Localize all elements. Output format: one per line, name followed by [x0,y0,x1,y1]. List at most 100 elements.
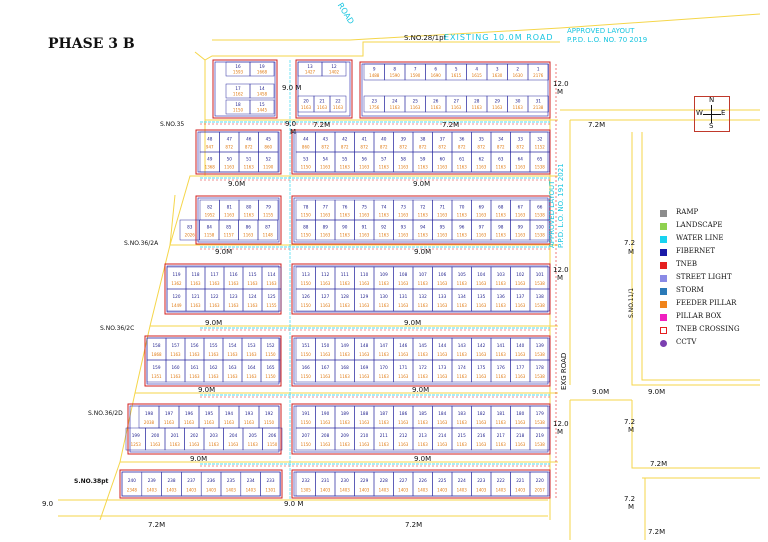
plot-r0-plot-area: 1163 [492,105,503,110]
plot-b2b-plot-no: 98 [498,224,504,229]
plot-b5b-plot-no: 218 [516,433,524,438]
plot-r0-top-plot-area: 1630 [513,73,524,78]
plot-b2b-plot-no: 67 [518,204,524,209]
plot-r0-plot-area: 1756 [369,105,380,110]
plot-b4a-plot-area: 1163 [189,374,200,379]
plot-b4a-plot-no: 157 [172,343,180,348]
plot-b2a-plot-no: 79 [266,204,272,209]
plot-b3b-plot-area: 1163 [359,303,370,308]
plot-b6b-plot-no: 228 [380,478,388,483]
plot-b1b-plot-no: 34 [498,136,504,141]
plot-b4b-plot-area: 1163 [496,374,507,379]
plot-b2b-plot-no: 97 [479,224,485,229]
plot-b1b-plot-no: 33 [518,136,524,141]
plot-b4a-plot-area: 1163 [227,352,238,357]
plot-b1b-plot-no: 55 [342,156,348,161]
road-edge [194,41,560,61]
legend-item-tneb: TNEB [660,260,765,273]
plot-b2b-cell [529,219,550,241]
plot-b5a-plot-no: 205 [249,433,257,438]
plot-b5b-plot-no: 181 [497,411,505,416]
plot-b5b-plot-area: 1163 [457,420,468,425]
plot-r0-cell [329,95,347,113]
plot-b5a-plot-no: 193 [245,411,253,416]
plot-b2a-plot-area: 1148 [263,232,274,237]
plot-b6b-plot-area: 1403 [457,488,468,493]
legend-swatch [660,340,667,347]
plot-b3b-plot-area: 1163 [320,281,331,286]
plot-b1b-plot-area: 872 [380,144,388,149]
legend-item-tneb-crossing: TNEB CROSSING [660,325,765,338]
plot-r0-top-plot-area: 1590 [410,73,421,78]
road-width-9-0m: 9.0M [228,180,246,188]
plot-b6a-plot-area: 1403 [147,488,158,493]
plot-b3b-plot-no: 131 [399,294,407,299]
road-edge [99,60,206,521]
plot-b3a-plot-no: 121 [192,294,200,299]
road-width-9-0m-v: 9.0 M [284,500,304,508]
plot-r0-top-plot-no: 5 [455,67,458,72]
legend-label: RAMP [676,208,699,216]
plot-b1b-plot-no: 35 [479,136,485,141]
plot-b5b-plot-no: 188 [360,411,368,416]
plot-b4b-plot-area: 1150 [301,374,312,379]
plot-r0-plot-area: 1163 [317,105,328,110]
plot-b4a-plot-area: 1163 [189,352,200,357]
block-0b [295,59,353,119]
legend-swatch [660,275,667,282]
plot-b4b-plot-no: 145 [419,343,427,348]
plot-b2b-plot-area: 1163 [340,232,351,237]
plot-b5a-plot-no: 198 [145,411,153,416]
plot-b5b-plot-area: 1163 [359,442,370,447]
plot-b5a-plot-no: 204 [229,433,237,438]
plot-b5b-plot-area: 1163 [476,442,487,447]
plot-b5b-plot-no: 208 [321,433,329,438]
plot-b2b-plot-no: 93 [401,224,407,229]
road-width-7-2-v: 7.2 [624,495,636,503]
plot-b1a-plot-no: 50 [227,156,233,161]
plot-b1b-plot-no: 63 [498,156,504,161]
plot-b6a-plot-area: 1403 [206,488,217,493]
plot-r0-plot-area: 1163 [390,105,401,110]
plot-b2b-plot-area: 1163 [515,232,526,237]
plot-b2a-plot-area: 1155 [263,212,274,217]
plot-b1a-plot-area: 872 [245,144,253,149]
plot-r0-plot-area: 1162 [233,91,244,96]
plot-b3b-plot-no: 127 [321,294,329,299]
plot-b2a-plot-no: 87 [265,224,271,229]
plot-b3a-plot-area: 1163 [247,303,258,308]
legend-swatch [660,314,667,321]
plot-b3b-plot-area: 1163 [476,303,487,308]
plot-b4b-plot-area: 1163 [496,352,507,357]
plot-b2a-plot-no: 84 [207,224,213,229]
plot-b6b-plot-area: 1403 [437,488,448,493]
sno-label-36-2a: S.NO.36/2A [124,240,159,247]
road-width-9-0m: 9.0M [648,388,666,396]
plot-b1b-plot-area: 872 [477,144,485,149]
plot-b1b-plot-area: 872 [399,144,407,149]
plot-b3b-plot-area: 1163 [398,281,409,286]
plot-r0-plot-no: 31 [536,99,542,104]
plot-r0-cell [249,83,275,99]
plot-b2b-plot-no: 76 [342,204,348,209]
plot-b2b-plot-area: 1163 [515,212,526,217]
plot-b4a-plot-area: 1163 [208,374,219,379]
plot-b6b-plot-no: 222 [497,478,505,483]
plot-b6a-plot-no: 235 [227,478,235,483]
plot-b5b-plot-no: 183 [458,411,466,416]
sno-label-36-2c: S.NO.36/2C [100,325,135,332]
plot-b5a-plot-area: 1150 [267,442,278,447]
plot-b5b-plot-area: 1163 [418,420,429,425]
plot-r0-plot-no: 14 [259,86,265,91]
plot-b5a-plot-no: 195 [205,411,213,416]
block-4b [291,335,551,387]
plot-b1b-plot-no: 60 [440,156,446,161]
plot-b4b-plot-area: 1163 [340,374,351,379]
plot-r0-plot-no: 30 [515,99,521,104]
plot-r0-plot-area: 1163 [410,105,421,110]
plot-b2b-plot-no: 100 [536,224,544,229]
plot-b1b-plot-area: 1163 [320,164,331,169]
plot-b2b-plot-area: 1163 [320,212,331,217]
compass-e: E [721,109,726,117]
plot-b5a-plot-no: 194 [225,411,233,416]
